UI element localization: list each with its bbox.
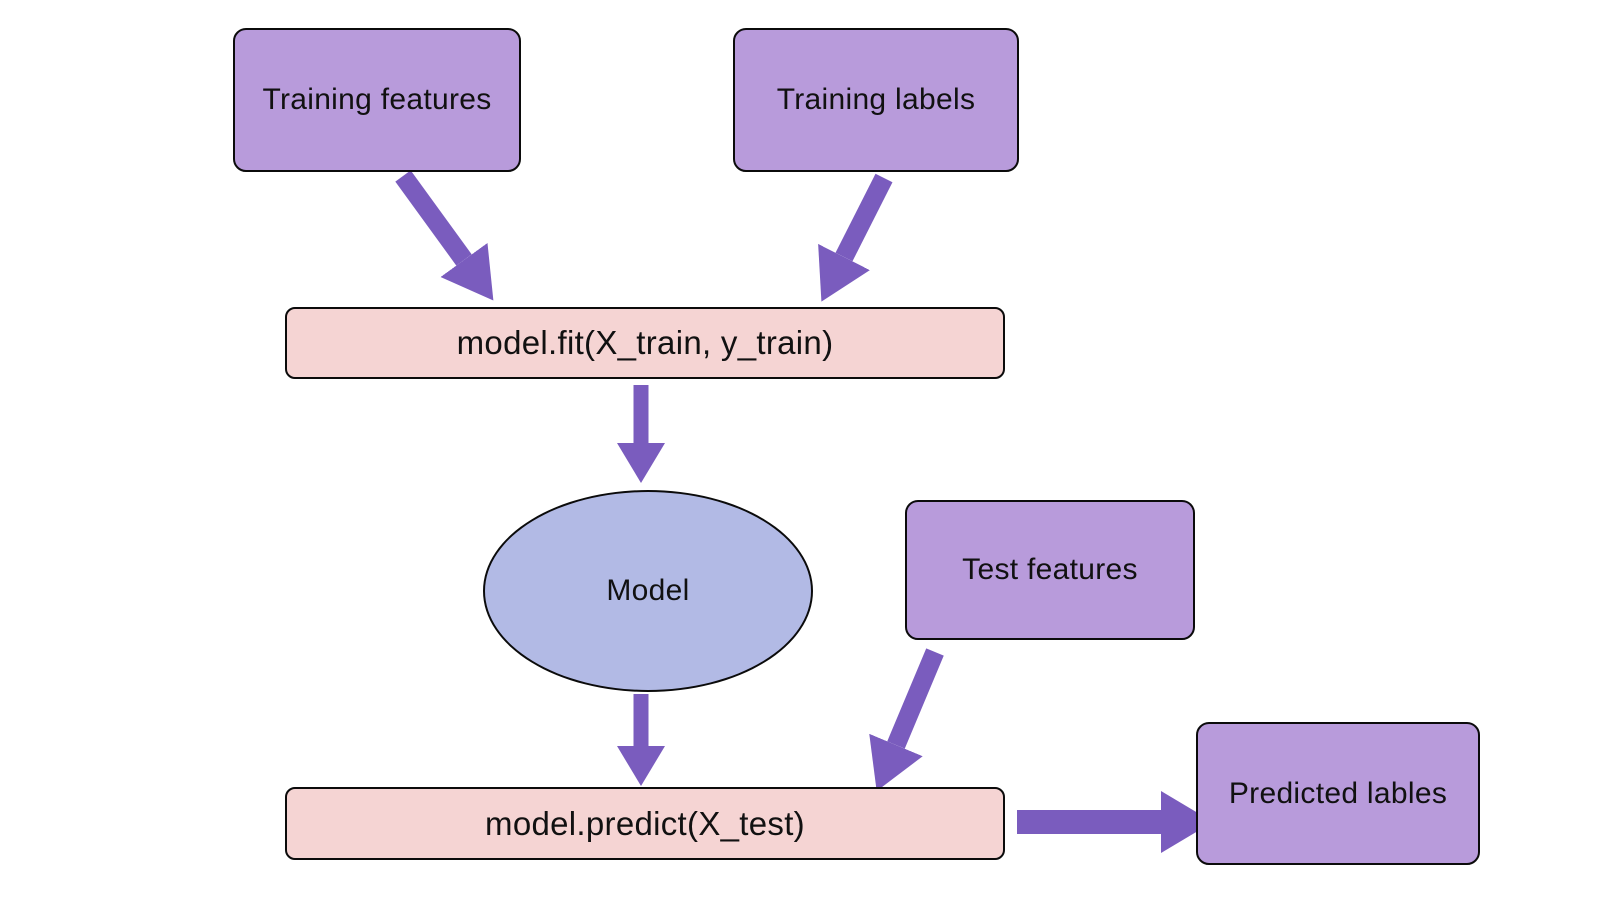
node-training-labels-label: Training labels bbox=[776, 83, 976, 116]
arrow-training-features-to-fit bbox=[395, 170, 494, 301]
node-training-labels: Training labels bbox=[733, 28, 1019, 172]
node-training-features: Training features bbox=[233, 28, 521, 172]
node-model-label: Model bbox=[606, 574, 690, 607]
arrow-training-labels-to-fit bbox=[818, 173, 893, 302]
node-predicted-labels: Predicted lables bbox=[1196, 722, 1480, 865]
node-model-predict: model.predict(X_test) bbox=[285, 787, 1005, 860]
node-model-fit-label: model.fit(X_train, y_train) bbox=[456, 324, 834, 361]
node-predicted-labels-label: Predicted lables bbox=[1228, 776, 1448, 810]
arrow-test-features-to-predict bbox=[869, 648, 944, 792]
node-training-features-label: Training features bbox=[262, 83, 492, 116]
node-test-features: Test features bbox=[905, 500, 1195, 640]
node-model-predict-label: model.predict(X_test) bbox=[485, 804, 805, 842]
node-model: Model bbox=[483, 490, 813, 692]
node-test-features-label: Test features bbox=[962, 553, 1138, 586]
node-model-fit: model.fit(X_train, y_train) bbox=[285, 307, 1005, 379]
